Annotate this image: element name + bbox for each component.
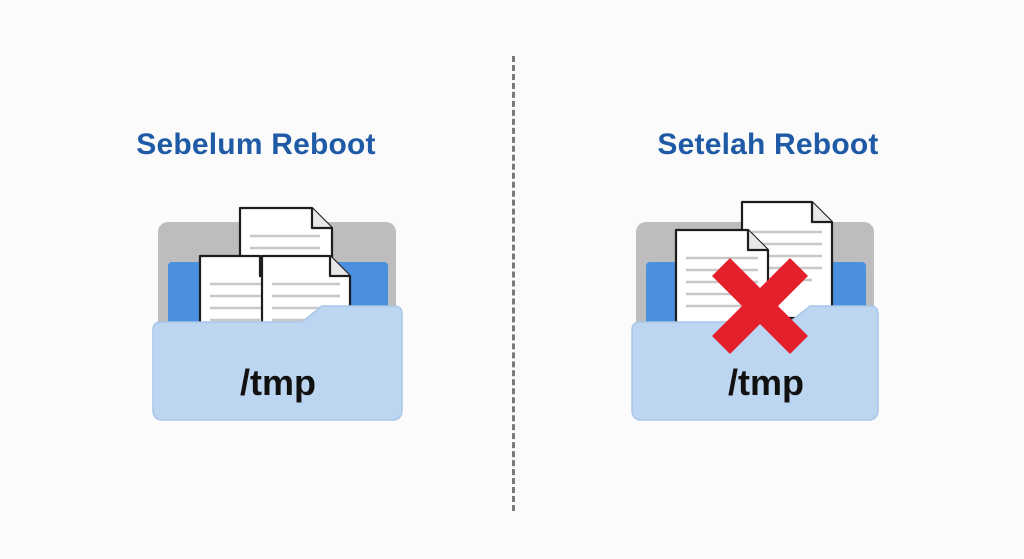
tmp-folder-emptied — [631, 200, 879, 421]
after-title: Setelah Reboot — [657, 128, 879, 161]
after-reboot-panel: Setelah Reboot /tmp — [512, 0, 1024, 559]
tmp-folder-full — [152, 206, 403, 421]
delete-cross-icon — [712, 258, 808, 354]
folder-label: /tmp — [240, 362, 316, 403]
folder-label: /tmp — [728, 362, 804, 403]
folder-front — [152, 305, 403, 421]
before-reboot-panel: Sebelum Reboot /tmp — [136, 128, 403, 421]
folder-front — [631, 305, 879, 421]
before-title: Sebelum Reboot — [136, 128, 376, 161]
divider-line — [512, 56, 515, 511]
